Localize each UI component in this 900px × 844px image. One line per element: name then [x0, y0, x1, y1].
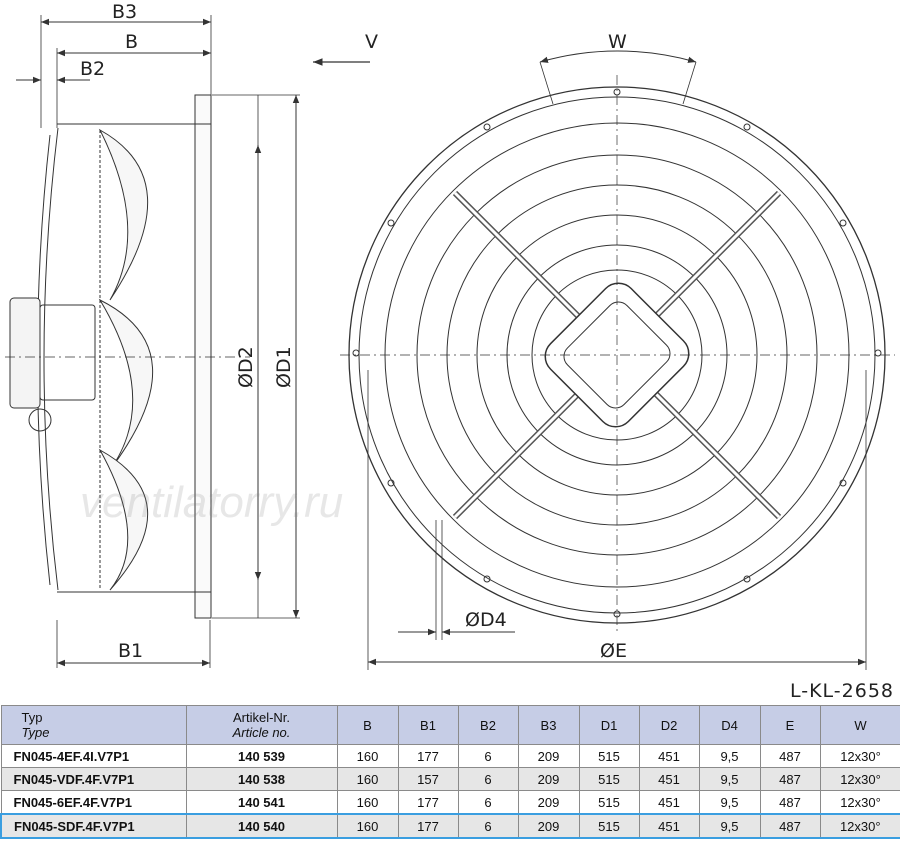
- cell-value: 160: [336, 813, 399, 839]
- header-b: B: [336, 705, 399, 745]
- cell-value: 451: [638, 744, 700, 768]
- header-w: W: [819, 705, 900, 745]
- cell-value: 9,5: [698, 813, 761, 839]
- cell-value: 160: [336, 790, 399, 815]
- cell-value: 451: [638, 790, 700, 815]
- cell-value: 451: [638, 813, 700, 839]
- cell-value: 12x30°: [819, 790, 900, 815]
- header-b1: B1: [397, 705, 459, 745]
- cell-value: 12x30°: [819, 813, 900, 839]
- cell-value: 177: [397, 813, 459, 839]
- header-e: E: [759, 705, 821, 745]
- cell-value: 209: [517, 767, 580, 791]
- cell-value: 9,5: [698, 790, 761, 815]
- watermark: ventilatorry.ru: [80, 478, 344, 527]
- cell-value: 451: [638, 767, 700, 791]
- technical-drawing: B3 B B2 B1 V W ØD2 ØD1 ØD4 ØE: [5, 1, 895, 670]
- table-row-selected[interactable]: FN045-SDF.4F.V7P1 140 540 160 177 6 209 …: [0, 813, 900, 839]
- header-article: Artikel-Nr.Article no.: [185, 705, 338, 745]
- cell-article: 140 540: [185, 813, 338, 839]
- cell-value: 9,5: [698, 744, 761, 768]
- cell-value: 160: [336, 767, 399, 791]
- header-d1: D1: [578, 705, 640, 745]
- cell-value: 487: [759, 790, 821, 815]
- header-d4: D4: [698, 705, 761, 745]
- label-v: V: [365, 31, 378, 53]
- cell-value: 6: [457, 767, 519, 791]
- cell-type: FN045-4EF.4I.V7P1: [0, 744, 187, 768]
- header-b2: B2: [457, 705, 519, 745]
- cell-value: 177: [397, 790, 459, 815]
- drawing-code: L-KL-2658: [789, 680, 894, 702]
- cell-value: 12x30°: [819, 767, 900, 791]
- front-view: [340, 50, 895, 670]
- label-d2: ØD2: [235, 346, 257, 388]
- cell-value: 515: [578, 813, 640, 839]
- cell-article: 140 539: [185, 744, 338, 768]
- cell-value: 177: [397, 744, 459, 768]
- table-row[interactable]: FN045-4EF.4I.V7P1 140 539 160 177 6 209 …: [0, 744, 900, 768]
- table-row[interactable]: FN045-VDF.4F.V7P1 140 538 160 157 6 209 …: [0, 767, 900, 791]
- cell-type: FN045-6EF.4F.V7P1: [0, 790, 187, 815]
- label-e: ØE: [600, 640, 627, 662]
- cell-value: 515: [578, 744, 640, 768]
- cell-value: 6: [457, 790, 519, 815]
- cell-value: 6: [457, 744, 519, 768]
- cell-value: 157: [397, 767, 459, 791]
- header-b3: B3: [517, 705, 580, 745]
- label-w: W: [608, 31, 627, 53]
- cell-value: 515: [578, 790, 640, 815]
- cell-value: 12x30°: [819, 744, 900, 768]
- cell-type: FN045-VDF.4F.V7P1: [0, 767, 187, 791]
- cell-type: FN045-SDF.4F.V7P1: [0, 813, 187, 839]
- cell-article: 140 538: [185, 767, 338, 791]
- cell-value: 6: [457, 813, 519, 839]
- label-b: B: [125, 31, 138, 53]
- label-b2: B2: [80, 58, 105, 80]
- cell-value: 160: [336, 744, 399, 768]
- label-b3: B3: [112, 1, 137, 23]
- cell-value: 209: [517, 813, 580, 839]
- cell-value: 487: [759, 767, 821, 791]
- cell-article: 140 541: [185, 790, 338, 815]
- header-d2: D2: [638, 705, 700, 745]
- cell-value: 515: [578, 767, 640, 791]
- cell-value: 487: [759, 744, 821, 768]
- cell-value: 9,5: [698, 767, 761, 791]
- cell-value: 487: [759, 813, 821, 839]
- cell-value: 209: [517, 744, 580, 768]
- label-d1: ØD1: [273, 346, 295, 388]
- label-b1: B1: [118, 640, 143, 662]
- side-view: [5, 15, 300, 668]
- table-row[interactable]: FN045-6EF.4F.V7P1 140 541 160 177 6 209 …: [0, 790, 900, 815]
- label-d4: ØD4: [465, 609, 507, 631]
- cell-value: 209: [517, 790, 580, 815]
